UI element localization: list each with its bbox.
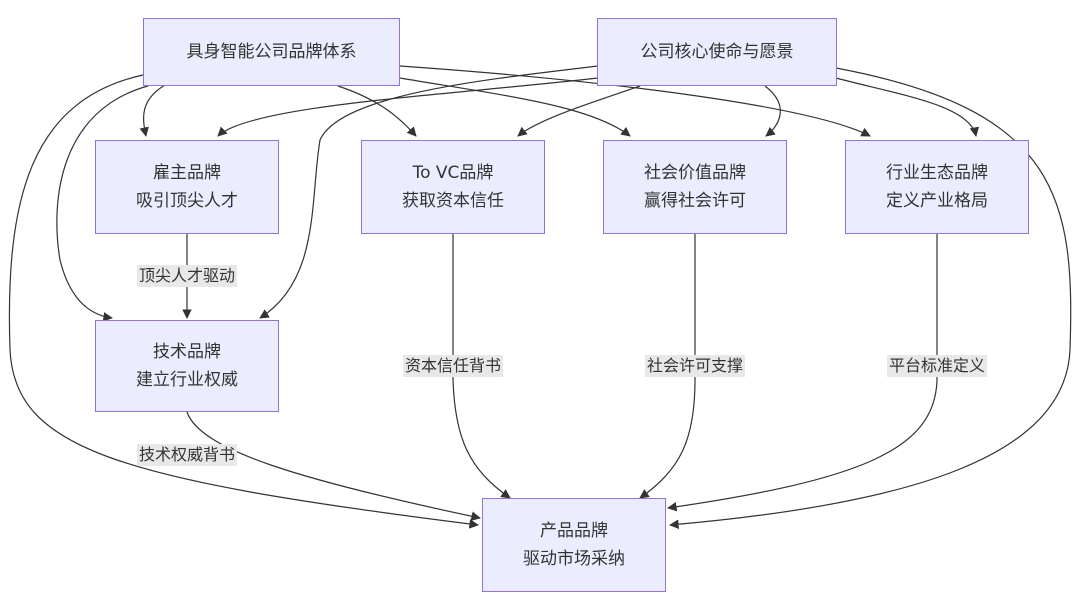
node-social-brand-title: 社会价值品牌 xyxy=(644,163,746,183)
node-employer-brand: 雇主品牌 吸引顶尖人才 xyxy=(95,140,279,234)
node-product-brand-title: 产品品牌 xyxy=(540,521,608,541)
edge-label-tech-product: 技术权威背书 xyxy=(136,444,238,466)
node-tovc-brand-subtitle: 获取资本信任 xyxy=(402,191,504,211)
edge-mission-social xyxy=(764,85,781,137)
edge-label-employer-tech: 顶尖人才驱动 xyxy=(136,265,238,287)
edge-mission-industry xyxy=(835,77,980,137)
edge-label-industry-product: 平台标准定义 xyxy=(886,355,988,377)
node-tovc-brand: To VC品牌 获取资本信任 xyxy=(361,140,545,234)
node-tovc-brand-title: To VC品牌 xyxy=(412,163,494,183)
node-core-mission-label: 公司核心使命与愿景 xyxy=(640,42,794,62)
node-employer-brand-subtitle: 吸引顶尖人才 xyxy=(136,191,238,211)
node-industry-brand-subtitle: 定义产业格局 xyxy=(886,191,988,211)
node-industry-brand: 行业生态品牌 定义产业格局 xyxy=(845,140,1029,234)
edge-tovc-product xyxy=(452,234,511,499)
node-social-brand: 社会价值品牌 赢得社会许可 xyxy=(603,140,787,234)
node-tech-brand-title: 技术品牌 xyxy=(153,342,221,362)
edge-mission-tovc xyxy=(517,85,641,137)
edge-system-employer xyxy=(139,84,166,137)
node-tech-brand-subtitle: 建立行业权威 xyxy=(136,370,238,390)
edge-industry-product xyxy=(667,234,938,512)
edge-mission-tech xyxy=(259,65,599,319)
edge-mission-employer xyxy=(217,77,599,137)
node-brand-system-label: 具身智能公司品牌体系 xyxy=(186,42,357,62)
edge-system-social xyxy=(399,77,631,137)
edge-social-product xyxy=(639,234,696,499)
node-product-brand-subtitle: 驱动市场采纳 xyxy=(523,549,625,569)
edge-label-tovc-product: 资本信任背书 xyxy=(402,355,504,377)
edge-system-tech xyxy=(56,85,149,322)
node-tech-brand: 技术品牌 建立行业权威 xyxy=(95,320,279,412)
edge-system-tovc xyxy=(337,85,417,137)
node-product-brand: 产品品牌 驱动市场采纳 xyxy=(482,498,666,592)
edge-tech-product xyxy=(186,411,481,521)
edge-label-social-product: 社会许可支撑 xyxy=(644,355,746,377)
edge-system-product xyxy=(8,74,479,529)
node-employer-brand-title: 雇主品牌 xyxy=(153,163,221,183)
node-industry-brand-title: 行业生态品牌 xyxy=(886,163,988,183)
node-core-mission: 公司核心使命与愿景 xyxy=(597,18,837,86)
node-brand-system: 具身智能公司品牌体系 xyxy=(143,18,400,86)
edge-system-industry xyxy=(399,65,871,137)
edge-mission-product xyxy=(669,67,1072,530)
node-social-brand-subtitle: 赢得社会许可 xyxy=(644,191,746,211)
